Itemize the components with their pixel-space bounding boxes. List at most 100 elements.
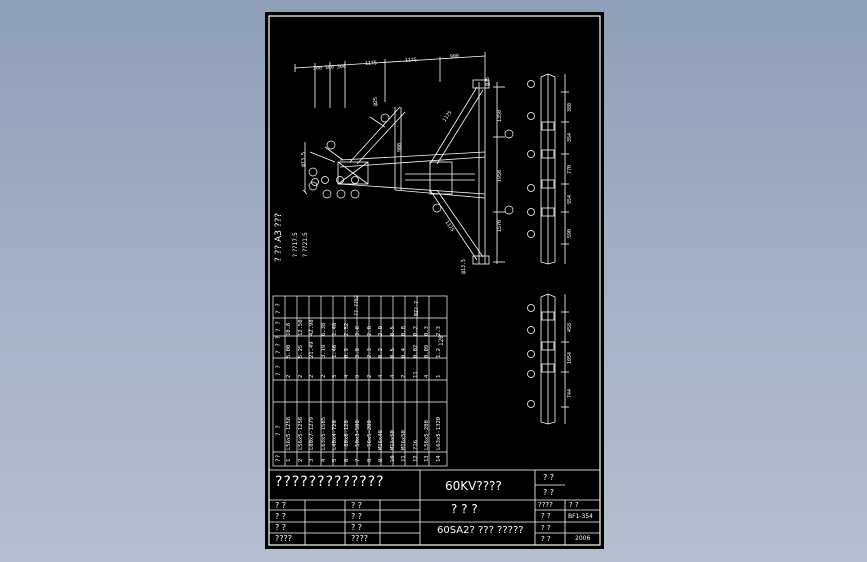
table-cell-no: 8 — [366, 458, 373, 462]
table-cell-spec: -50x3-500 — [355, 420, 361, 450]
table-cell-weight: 3.8 — [355, 326, 361, 336]
table-cell-qty: 2 — [286, 374, 292, 378]
table-cell-qty: 2 — [309, 374, 315, 378]
side-detail-dimensions-top: 380 354 770 954 590 — [567, 103, 573, 238]
table-cell-qty: 4 — [389, 374, 396, 378]
tower-elevation-view — [294, 52, 505, 265]
table-cell-no: 6 — [343, 458, 350, 462]
table-header-no: ?? — [275, 454, 282, 462]
table-header-note: ? ? — [275, 303, 282, 314]
svg-text:770: 770 — [567, 165, 573, 174]
tb-row-label-4: ???? — [275, 534, 292, 543]
table-cell-weight: 10.8 — [286, 322, 292, 336]
table-cell-weight: 1.48 — [332, 322, 338, 336]
svg-text:354: 354 — [567, 133, 573, 142]
tb-small-5: ? ? — [541, 512, 551, 520]
svg-text:@25: @25 — [373, 97, 379, 106]
table-cell-qty: 1 — [435, 374, 442, 378]
tb-row-label-5: ? ? — [351, 501, 363, 510]
drawing-sheet: 300 300 300 1175 1175 900 @25 1350 1950 … — [265, 12, 604, 549]
table-cell-no: 7 — [355, 458, 361, 462]
drawing-name: 60SA2? ??? ????? — [437, 525, 524, 536]
svg-text:1175: 1175 — [405, 57, 417, 64]
table-cell-spec: ?16 — [412, 440, 419, 450]
tb-row-label-2: ? ? — [275, 512, 287, 521]
table-cell-spec: M16x50 — [389, 430, 396, 450]
table-cell-qty: 4 — [378, 374, 384, 378]
table-cell-qty: 4 — [343, 374, 350, 378]
table-header-unit-weight: ? ? ? — [275, 335, 282, 354]
legend-heading: ? ?? A3 ??? — [274, 212, 284, 262]
svg-text:954: 954 — [567, 195, 573, 204]
table-header-weight: ? ? — [275, 321, 282, 332]
table-cell-unit-weight: 1.46 — [332, 344, 338, 358]
table-cell-no: 13 — [424, 455, 430, 462]
svg-text:1950: 1950 — [497, 170, 503, 182]
table-cell-spec: L63x5-1585 — [320, 416, 327, 450]
table-header-qty: ? ? — [275, 365, 282, 376]
table-cell-unit-weight: 3.19 — [320, 344, 327, 358]
table-cell-no: 4 — [320, 458, 327, 462]
legend-item-1: ? ??17.5 — [292, 232, 299, 257]
table-cell-spec: L56x5-1258 — [297, 416, 304, 450]
table-cell-unit-weight: 0.09 — [424, 344, 430, 358]
table-cell-qty: 4 — [424, 374, 430, 378]
table-cell-no: 2 — [297, 458, 304, 462]
tb-small-7: ? ? — [541, 535, 551, 543]
tb-small-3: ???? — [538, 501, 553, 509]
tb-row-label-8: ???? — [351, 534, 368, 543]
table-cell-unit-weight: 0.4 — [401, 348, 407, 358]
table-total: 120 — [438, 335, 445, 346]
table-cell-unit-weight: 5.25 — [297, 344, 304, 358]
side-detail-view-top — [527, 73, 569, 265]
title-block-grid — [268, 469, 601, 546]
side-detail-view-bottom — [527, 293, 569, 425]
table-cell-spec: L56x5-1258 — [286, 416, 292, 450]
table-cell-no: 9 — [378, 458, 384, 462]
table-cell-qty: 9 — [355, 374, 361, 378]
table-cell-no: 10 — [389, 455, 396, 462]
table-cell-no: 1 — [286, 458, 292, 462]
svg-text:@13.5: @13.5 — [301, 152, 307, 167]
table-cell-qty: 2 — [320, 374, 327, 378]
svg-text:@25: @25 — [485, 77, 491, 86]
side-detail-dimensions-bottom: 458 1054 744 — [567, 323, 573, 398]
tb-small-2: ? ? — [543, 488, 555, 497]
svg-text:1570: 1570 — [497, 220, 503, 232]
tb-small-1: ? ? — [543, 473, 555, 482]
table-cell-spec: -60x6-120 — [343, 420, 350, 450]
table-cell-spec: -56x5-200 — [366, 420, 373, 450]
table-cell-no: 11 — [401, 455, 407, 462]
table-cell-unit-weight: 0.9 — [343, 348, 350, 358]
table-cell-weight: 0.2 — [412, 326, 419, 336]
tower-dimension-labels: 300 300 300 1175 1175 900 @25 1350 1950 … — [301, 53, 503, 274]
table-cell-no: 5 — [332, 458, 338, 462]
table-cell-weight: 0.3 — [424, 326, 430, 336]
svg-text:900: 900 — [397, 143, 403, 152]
svg-text:1054: 1054 — [567, 352, 573, 364]
svg-text:@13.5: @13.5 — [461, 259, 467, 274]
table-cell-unit-weight: 3.8 — [355, 348, 361, 358]
tb-small-4: ? ? — [569, 501, 579, 509]
table-cell-qty: 2 — [401, 374, 407, 378]
svg-text:590: 590 — [567, 229, 573, 238]
table-cell-weight: 2.0 — [378, 326, 384, 336]
table-cell-weight: 0.5 — [389, 326, 396, 336]
svg-text:1350: 1350 — [497, 110, 503, 122]
tb-small-6: ? ? — [541, 524, 551, 532]
svg-text:1175: 1175 — [442, 110, 454, 123]
table-cell-no: 14 — [435, 455, 442, 462]
drawing-number: BF1-354 — [568, 513, 594, 520]
drawing-date: 2006 — [575, 535, 591, 542]
drawing-frame: 300 300 300 1175 1175 900 @25 1350 1950 … — [268, 15, 601, 546]
table-col-note: BZ?-7 — [414, 300, 420, 316]
table-cell-qty: 2 — [366, 374, 373, 378]
table-cell-spec: L80x7-1279 — [309, 416, 315, 450]
company-name: ????????????? — [275, 474, 385, 490]
table-cell-spec: M16x40 — [378, 430, 384, 450]
tb-row-label-3: ? ? — [275, 523, 287, 532]
svg-text:380: 380 — [567, 103, 573, 112]
table-cell-no: 3 — [309, 458, 315, 462]
table-cell-weight: 2.0 — [366, 326, 373, 336]
table-cell-unit-weight: 21.49 — [309, 341, 315, 358]
